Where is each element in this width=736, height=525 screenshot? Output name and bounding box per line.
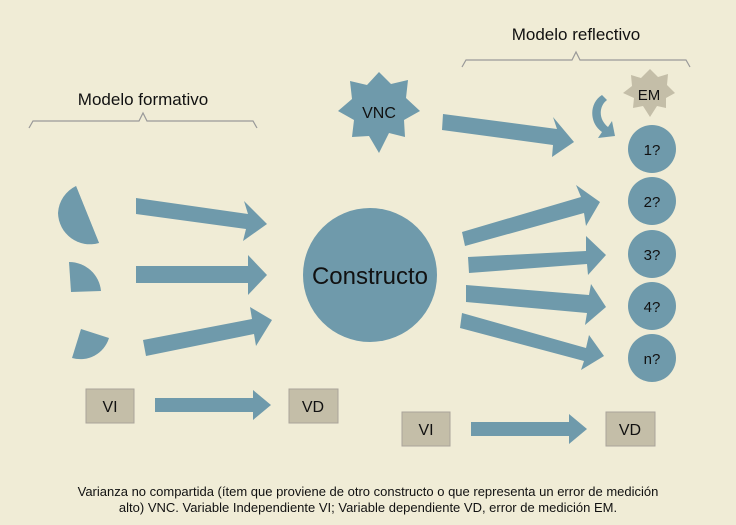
reflective-arrow-1 xyxy=(462,185,600,246)
formative-arrow-3 xyxy=(143,307,272,356)
legend-left-vd-box xyxy=(288,388,339,424)
reflective-arrows xyxy=(460,185,606,370)
item-label-3: 3? xyxy=(644,247,661,264)
formative-arrow-1 xyxy=(136,198,267,241)
em-curved-arrow xyxy=(592,95,615,138)
item-circle-2 xyxy=(628,177,676,225)
legend-right-vd-box xyxy=(605,411,656,447)
formative-model-title: Modelo formativo xyxy=(78,90,208,109)
vnc-label: VNC xyxy=(362,105,396,122)
construct-label: Constructo xyxy=(312,263,428,290)
caption-line-1: Varianza no compartida (ítem que provien… xyxy=(77,484,659,499)
item-label-2: 2? xyxy=(644,194,661,211)
item-circle-3 xyxy=(628,230,676,278)
indicator-shape-1-fill xyxy=(58,186,99,245)
legend-left-vd-label: VD xyxy=(302,399,324,416)
caption-line-2: alto) VNC. Variable Independiente VI; Va… xyxy=(118,500,618,515)
reflective-arrow-2 xyxy=(468,236,606,275)
construct-circle xyxy=(303,208,437,342)
legend-right-vd-label: VD xyxy=(619,422,641,439)
indicator-shape-2 xyxy=(69,261,101,292)
item-label-4: 4? xyxy=(644,299,661,316)
em-star xyxy=(623,69,675,117)
indicator-shape-3 xyxy=(72,329,109,360)
item-label-1: 1? xyxy=(644,142,661,159)
item-circle-1 xyxy=(628,125,676,173)
item-circle-n xyxy=(628,334,676,382)
reflective-items: 1? 2? 3? 4? n? xyxy=(628,125,676,382)
item-circle-4 xyxy=(628,282,676,330)
reflective-brace xyxy=(461,50,691,68)
legend-left-vi-box xyxy=(85,388,135,424)
caption: Varianza no compartida (ítem que provien… xyxy=(0,484,736,516)
reflective-arrow-4 xyxy=(460,313,604,370)
item-label-n: n? xyxy=(644,351,661,368)
formative-arrow-2 xyxy=(136,255,267,295)
em-label: EM xyxy=(638,87,661,104)
formative-brace xyxy=(28,111,258,129)
formative-arrows xyxy=(136,198,272,356)
legend-left-arrow xyxy=(155,390,271,420)
legend-left-vi-label: VI xyxy=(102,399,117,416)
legend-right-vi-box xyxy=(401,411,451,447)
vnc-arrow xyxy=(442,114,574,157)
legend-right-arrow xyxy=(471,414,587,444)
vnc-star xyxy=(338,72,420,153)
reflective-arrow-3 xyxy=(466,284,606,325)
reflective-model-title: Modelo reflectivo xyxy=(512,25,641,44)
legend-right-vi-label: VI xyxy=(418,422,433,439)
